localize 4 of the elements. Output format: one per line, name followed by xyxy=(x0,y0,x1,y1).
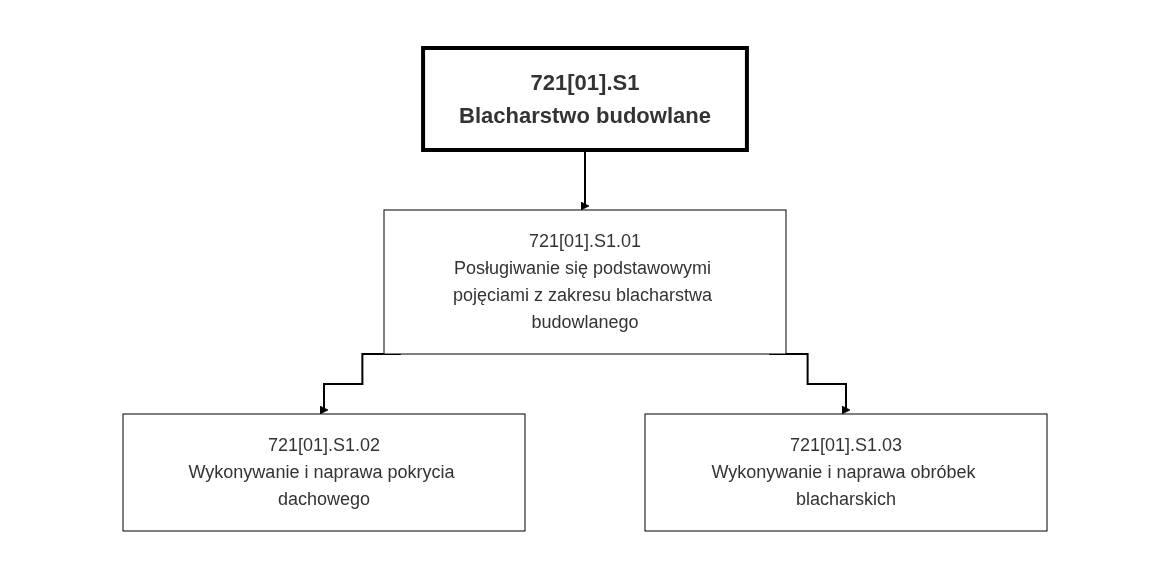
node-box: 721[01].S1 Blacharstwo budowlane xyxy=(421,45,749,152)
node-box: 721[01].S1.02 Wykonywanie i naprawa pokrycia dachowego xyxy=(122,413,526,531)
node-box: 721[01].S1.01 Posługiwanie się podstawowymi pojęciami z zakresu blacharstwa budowlanego xyxy=(383,209,787,354)
node-box: 721[01].S1.03 Wykonywanie i naprawa obróbek blacharskich xyxy=(644,413,1048,531)
